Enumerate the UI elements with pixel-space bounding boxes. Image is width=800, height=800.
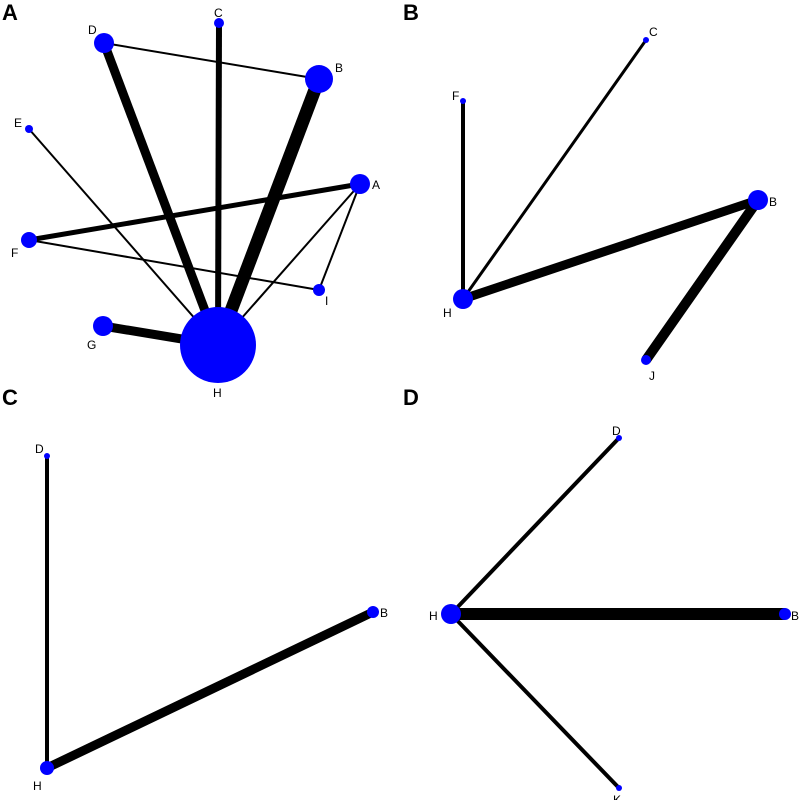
- edge-f-i: [28, 239, 320, 291]
- label-d: D: [612, 424, 621, 438]
- node-j: [641, 355, 651, 365]
- node-g: [93, 316, 113, 336]
- edge-d-h: [99, 41, 223, 347]
- edge-h-b: [461, 195, 760, 304]
- edge-c-h: [461, 39, 648, 300]
- label-b: B: [791, 609, 799, 623]
- node-d: [94, 33, 114, 53]
- label-c: C: [214, 6, 223, 20]
- edge-a-i: [318, 183, 361, 291]
- node-d: [44, 453, 50, 459]
- label-c: C: [649, 25, 658, 39]
- panel-b-label: B: [403, 0, 419, 25]
- label-b: B: [380, 606, 388, 620]
- label-j: J: [649, 369, 655, 383]
- node-c: [643, 37, 649, 43]
- panel-d-labels: D H B K: [429, 424, 799, 800]
- node-a: [350, 174, 370, 194]
- edge-e-h: [28, 128, 219, 346]
- label-d: D: [35, 442, 44, 456]
- panel-c: D B H C: [2, 385, 388, 793]
- node-e: [25, 125, 33, 133]
- edge-b-h: [211, 76, 326, 348]
- edge-b-j: [641, 197, 763, 363]
- edge-h-k: [449, 612, 621, 790]
- label-b: B: [335, 61, 343, 75]
- label-a: A: [372, 178, 380, 192]
- edge-c-h: [215, 22, 222, 346]
- label-h: H: [429, 609, 438, 623]
- node-h: [180, 307, 256, 383]
- edge-f-a: [28, 181, 361, 243]
- node-h: [441, 604, 461, 624]
- panel-c-nodes: [40, 453, 379, 775]
- panel-a-label: A: [2, 0, 18, 25]
- node-b: [305, 65, 333, 93]
- panel-d-label: D: [403, 385, 419, 410]
- panel-c-edges: [45, 456, 375, 773]
- edge-d-b: [103, 42, 320, 80]
- label-i: I: [325, 294, 328, 308]
- node-d: [616, 435, 622, 441]
- node-h: [453, 289, 473, 309]
- label-h: H: [33, 779, 42, 793]
- node-i: [313, 284, 325, 296]
- edge-h-d: [449, 436, 621, 616]
- panel-a-labels: D C B E A F I G H: [11, 6, 380, 400]
- node-f: [21, 232, 37, 248]
- panel-b-labels: C F B H J: [443, 25, 777, 383]
- label-f: F: [452, 89, 459, 103]
- node-h: [40, 761, 54, 775]
- label-h: H: [213, 386, 222, 400]
- panel-d: D H B K D: [403, 385, 799, 800]
- node-b: [367, 606, 379, 618]
- label-e: E: [14, 116, 22, 130]
- node-c: [214, 18, 224, 28]
- label-f: F: [11, 246, 18, 260]
- panel-d-nodes: [441, 435, 791, 791]
- node-f: [460, 98, 466, 104]
- panel-b-nodes: [453, 37, 768, 365]
- edge-h-b: [45, 607, 375, 773]
- label-d: D: [88, 23, 97, 37]
- node-b: [779, 608, 791, 620]
- panel-a-nodes: [21, 18, 370, 383]
- label-b: B: [769, 195, 777, 209]
- panel-a: D C B E A F I G H A: [2, 0, 380, 400]
- panel-b: C F B H J B: [403, 0, 777, 383]
- label-h: H: [443, 306, 452, 320]
- panel-c-labels: D B H: [33, 442, 388, 793]
- panel-c-label: C: [2, 385, 18, 410]
- label-k: K: [613, 793, 621, 800]
- node-k: [616, 785, 622, 791]
- panel-b-edges: [461, 39, 763, 363]
- panel-d-edges: [449, 436, 785, 790]
- label-g: G: [87, 338, 96, 352]
- node-b: [748, 190, 768, 210]
